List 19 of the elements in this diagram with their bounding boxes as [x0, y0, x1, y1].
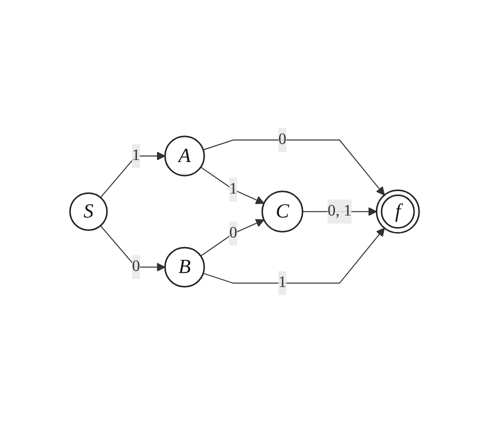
- arrow: [203, 228, 386, 284]
- edge-label: 0: [132, 258, 140, 276]
- edge-label: 0: [278, 130, 287, 148]
- edge-label: 0: [230, 224, 238, 242]
- arrow: [200, 218, 265, 256]
- arrow: [100, 225, 166, 272]
- edge-label: 1: [230, 180, 238, 198]
- node-circle: S: [70, 192, 108, 231]
- arrow: [100, 152, 166, 198]
- edge-label: 1: [278, 274, 287, 292]
- arrow: [200, 166, 265, 204]
- node-circle: f: [376, 189, 420, 234]
- edge-label: 1: [132, 146, 140, 164]
- edge-label: 0, 1: [328, 202, 352, 220]
- arrow: [203, 139, 386, 196]
- node-circle: A: [164, 136, 206, 176]
- arrow: [302, 207, 378, 216]
- node-circle: B: [164, 246, 206, 288]
- node-circle: C: [262, 190, 304, 232]
